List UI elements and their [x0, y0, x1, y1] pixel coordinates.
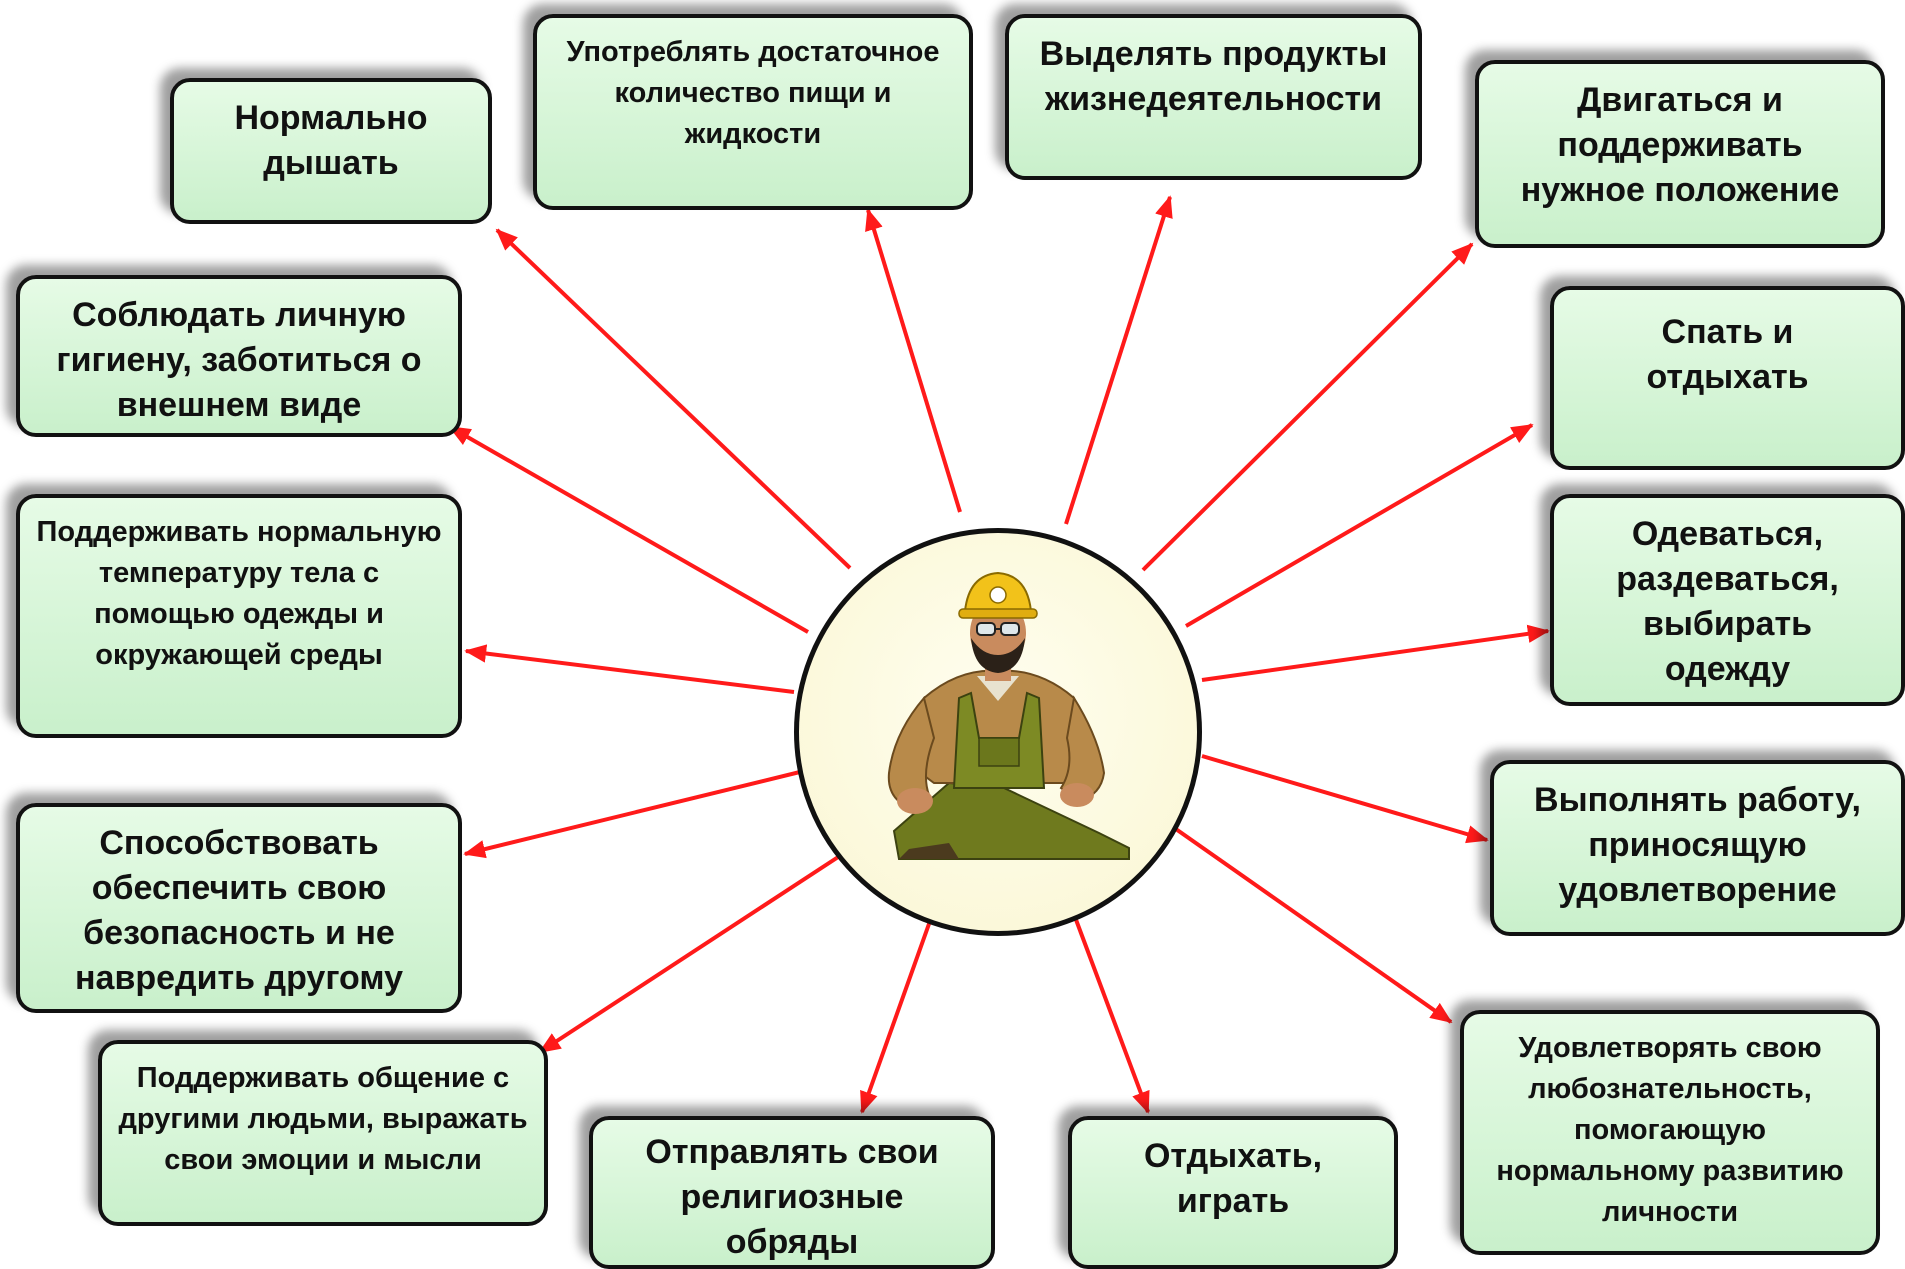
node-religion: Отправлять свои религиозные обряды — [589, 1116, 995, 1269]
node-eat-label: Употреблять достаточное количество пищи … — [566, 36, 940, 150]
node-curiosity-label: Удовлетворять свою любознательность, пом… — [1496, 1032, 1844, 1228]
arrow-temperature — [464, 644, 795, 694]
node-sleep: Спать и отдыхать — [1550, 286, 1905, 470]
arrow-hygiene — [448, 425, 809, 634]
node-hygiene: Соблюдать личную гигиену, заботиться о в… — [16, 275, 462, 437]
node-play: Отдыхать, играть — [1068, 1116, 1398, 1269]
arrow-safety — [463, 768, 809, 859]
node-eat: Употреблять достаточное количество пищи … — [533, 14, 973, 210]
node-temperature-label: Поддерживать нормальную температуру тела… — [36, 516, 442, 671]
arrow-breathe — [495, 228, 852, 570]
center-circle — [794, 528, 1202, 936]
node-breathe: Нормально дышать — [170, 78, 492, 224]
node-move: Двигаться и поддерживать нужное положени… — [1475, 60, 1885, 248]
arrow-curiosity — [1161, 818, 1453, 1024]
node-safety: Способствовать обеспечить свою безопасно… — [16, 803, 462, 1013]
node-work-label: Выполнять работу, приносящую удовлетворе… — [1534, 781, 1861, 909]
arrow-play — [1064, 892, 1150, 1114]
node-play-label: Отдыхать, играть — [1143, 1137, 1323, 1220]
arrow-religion — [860, 892, 942, 1114]
node-hygiene-label: Соблюдать личную гигиену, заботиться о в… — [56, 296, 422, 424]
arrow-communicate — [538, 844, 857, 1054]
arrow-sleep — [1184, 423, 1534, 628]
arrow-work — [1201, 754, 1489, 844]
node-move-label: Двигаться и поддерживать нужное положени… — [1520, 81, 1840, 209]
node-communicate-label: Поддерживать общение с другими людьми, в… — [118, 1062, 528, 1176]
node-excrete: Выделять продукты жизнедеятельности — [1005, 14, 1422, 180]
node-communicate: Поддерживать общение с другими людьми, в… — [98, 1040, 548, 1226]
node-breathe-label: Нормально дышать — [234, 99, 428, 182]
arrow-eat — [865, 208, 962, 513]
node-temperature: Поддерживать нормальную температуру тела… — [16, 494, 462, 738]
arrow-dress — [1201, 624, 1550, 682]
node-sleep-label: Спать и отдыхать — [1646, 313, 1809, 396]
node-religion-label: Отправлять свои религиозные обряды — [645, 1133, 939, 1261]
node-safety-label: Способствовать обеспечить свою безопасно… — [75, 824, 403, 997]
node-excrete-label: Выделять продукты жизнедеятельности — [1039, 35, 1388, 118]
node-dress: Одеваться, раздеваться, выбирать одежду — [1550, 494, 1905, 706]
node-work: Выполнять работу, приносящую удовлетворе… — [1490, 760, 1905, 936]
node-dress-label: Одеваться, раздеваться, выбирать одежду — [1616, 515, 1839, 688]
node-curiosity: Удовлетворять свою любознательность, пом… — [1460, 1010, 1880, 1255]
arrow-move — [1141, 242, 1474, 572]
worker-in-hard-hat-icon — [887, 571, 1130, 860]
arrow-excrete — [1064, 195, 1173, 525]
